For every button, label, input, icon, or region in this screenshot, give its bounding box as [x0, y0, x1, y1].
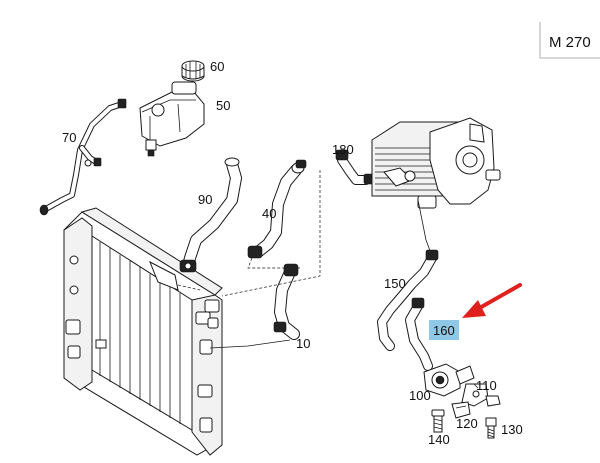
screw-140[interactable]	[431, 409, 445, 433]
hose-160[interactable]	[405, 297, 433, 371]
label-100: 100	[409, 388, 431, 403]
pump-100[interactable]	[423, 363, 475, 397]
label-160: 160	[433, 323, 455, 338]
label-120: 120	[456, 416, 478, 431]
label-60: 60	[210, 59, 224, 74]
hose-90[interactable]	[179, 157, 242, 273]
hose-40[interactable]	[247, 159, 307, 259]
clip-120[interactable]	[451, 401, 471, 419]
engine-code-label: M 270	[549, 34, 591, 51]
part-160-highlight	[429, 320, 459, 340]
label-110: 110	[476, 378, 497, 393]
label-50: 50	[216, 98, 230, 113]
label-10: 10	[296, 336, 310, 351]
label-90: 90	[198, 192, 212, 207]
expansion-tank-50[interactable]	[139, 81, 205, 157]
hose-150[interactable]	[377, 249, 439, 351]
tank-cap-60[interactable]	[181, 60, 205, 82]
label-150: 150	[384, 276, 406, 291]
radiator-fittings	[95, 299, 220, 349]
hose-10[interactable]	[273, 263, 300, 340]
label-140: 140	[428, 432, 450, 447]
engine-cooler-housing	[371, 117, 501, 209]
label-180: 180	[332, 142, 354, 157]
engine-code-box: M 270	[539, 22, 600, 59]
bolt-130[interactable]	[485, 417, 497, 439]
red-arrow-icon	[462, 283, 522, 318]
label-130: 130	[501, 422, 523, 437]
breather-line-70[interactable]	[39, 98, 127, 216]
label-40: 40	[262, 206, 276, 221]
radiator[interactable]	[63, 207, 223, 456]
label-70: 70	[62, 130, 76, 145]
bracket-110[interactable]	[461, 383, 501, 407]
